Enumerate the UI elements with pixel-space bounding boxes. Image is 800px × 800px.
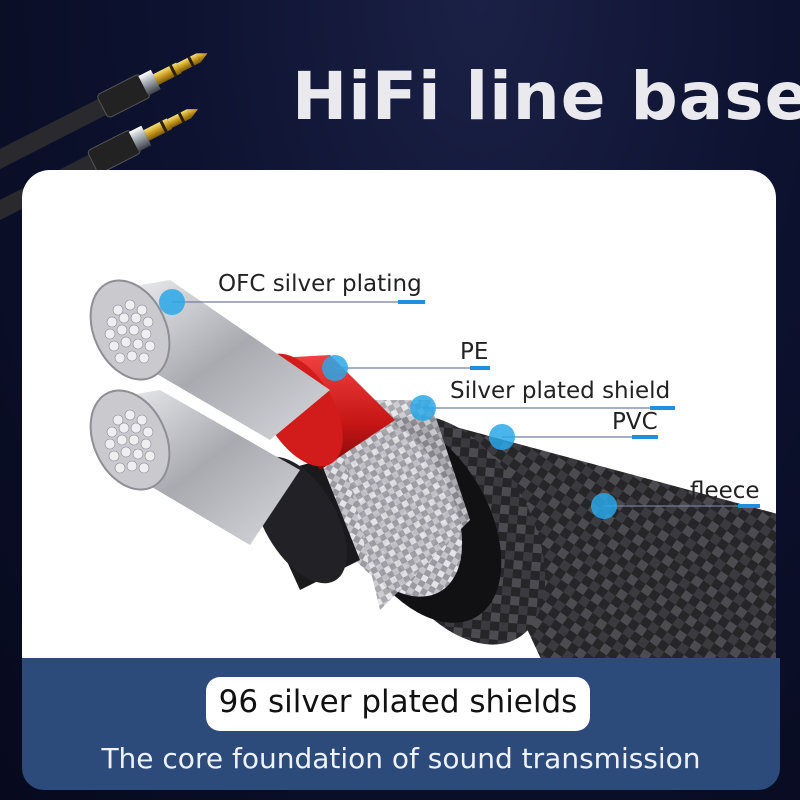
badge-pill [206,677,590,731]
callout-label-pe: PE [460,339,489,365]
callout-label-shield: Silver plated shield [450,378,671,404]
page-title: HiFi line base [292,58,800,135]
callout-markers [159,289,617,519]
callout-label-pvc: PVC [612,409,658,435]
badge-text: 96 silver plated shields [218,684,578,720]
subtitle: The core foundation of sound transmissio… [101,742,701,775]
callout-label-ofc: OFC silver plating [218,271,422,297]
callout-label-fleece: fleece [690,478,760,504]
